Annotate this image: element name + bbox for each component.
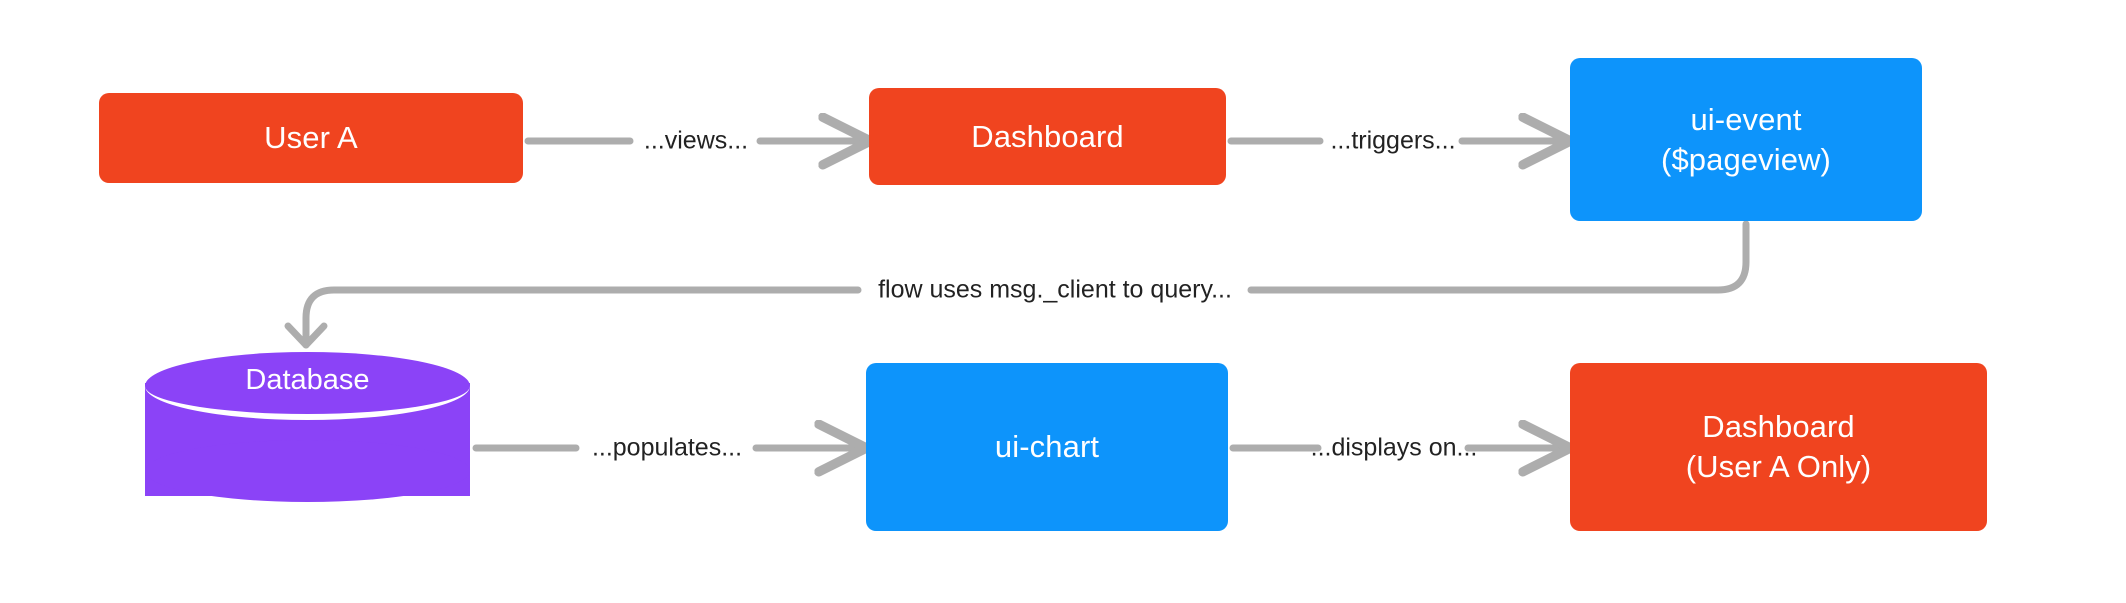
- edge-label-query: flow uses msg._client to query...: [878, 275, 1232, 304]
- node-dashboard-bottom-label: Dashboard: [1702, 409, 1855, 445]
- edge-label-populates: ...populates...: [591, 433, 743, 462]
- node-dashboard-bottom[interactable]: Dashboard (User A Only): [1570, 363, 1987, 531]
- edge-label-triggers: ...triggers...: [1330, 126, 1456, 155]
- cylinder-top-ellipse: [145, 352, 470, 420]
- node-database[interactable]: Database: [145, 352, 470, 527]
- node-ui-event-sublabel: ($pageview): [1661, 141, 1831, 177]
- node-dashboard-top-label: Dashboard: [971, 118, 1124, 154]
- cylinder-bottom-ellipse: [145, 440, 470, 502]
- node-dashboard-top[interactable]: Dashboard: [869, 88, 1226, 185]
- edge-label-views: ...views...: [643, 126, 749, 155]
- node-user-a[interactable]: User A: [99, 93, 523, 183]
- node-dashboard-bottom-sublabel: (User A Only): [1685, 449, 1872, 484]
- node-ui-chart-label: ui-chart: [994, 429, 1100, 465]
- node-user-a-label: User A: [264, 120, 358, 156]
- node-ui-event-label: ui-event: [1690, 101, 1802, 137]
- node-database-label: Database: [245, 364, 370, 396]
- node-ui-event[interactable]: ui-event ($pageview): [1570, 58, 1922, 221]
- edge-label-displays-on: ...displays on...: [1310, 433, 1478, 462]
- node-ui-chart[interactable]: ui-chart: [866, 363, 1228, 531]
